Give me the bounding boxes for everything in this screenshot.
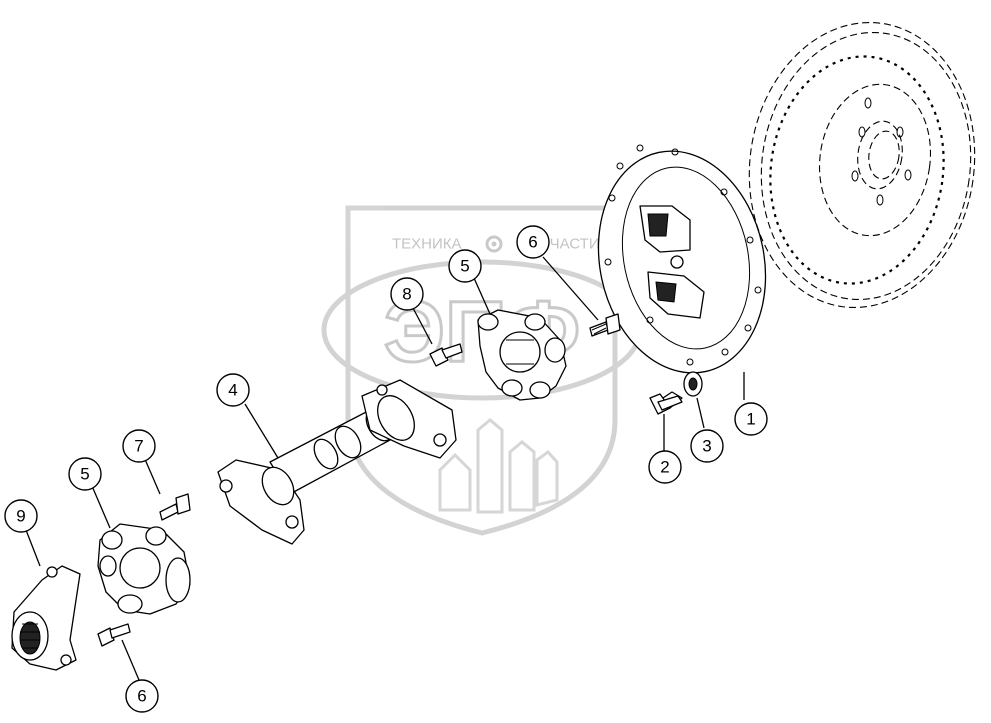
callout-5a: 5	[448, 249, 482, 283]
callout-1-label: 1	[746, 410, 755, 429]
callout-1: 1	[734, 402, 768, 436]
bolt-7	[159, 493, 191, 521]
callout-7-label: 7	[134, 437, 143, 456]
callout-2: 2	[648, 450, 682, 484]
gear-icon	[485, 235, 503, 253]
callout-6a: 6	[516, 225, 550, 259]
bolt-6-lower	[97, 623, 131, 647]
leader-lines	[25, 256, 745, 681]
yoke-flange	[11, 565, 81, 671]
callout-8-label: 8	[402, 285, 411, 304]
callout-3-label: 3	[702, 437, 711, 456]
callout-6b: 6	[125, 679, 159, 713]
callout-7: 7	[122, 429, 156, 463]
callout-6b-label: 6	[137, 687, 146, 706]
callout-8: 8	[390, 277, 424, 311]
callout-5a-label: 5	[460, 257, 469, 276]
bolt-6-upper	[589, 313, 621, 337]
callout-5b-label: 5	[80, 465, 89, 484]
flywheel	[748, 21, 976, 309]
flex-coupling-lower	[97, 523, 191, 615]
callout-5b: 5	[68, 457, 102, 491]
callout-2-label: 2	[660, 458, 669, 477]
drive-plate	[597, 144, 767, 374]
callout-6a-label: 6	[528, 233, 537, 252]
callout-4: 4	[216, 373, 250, 407]
watermark-shield	[345, 205, 618, 536]
callout-9-label: 9	[16, 507, 25, 526]
bolt-8	[429, 343, 463, 367]
callout-4-label: 4	[228, 381, 237, 400]
drive-shaft	[217, 379, 457, 545]
callout-3: 3	[690, 429, 724, 463]
watermark-buildings	[438, 418, 559, 514]
watermark-left-text: ТЕХНИКА	[392, 236, 462, 253]
watermark: ЭПФ ТЕХНИКА ЗАПЧАСТИ	[321, 205, 643, 536]
callout-9: 9	[4, 499, 38, 533]
washer-3	[683, 371, 703, 397]
flex-coupling-upper	[477, 309, 567, 401]
bolt-2	[649, 391, 683, 415]
